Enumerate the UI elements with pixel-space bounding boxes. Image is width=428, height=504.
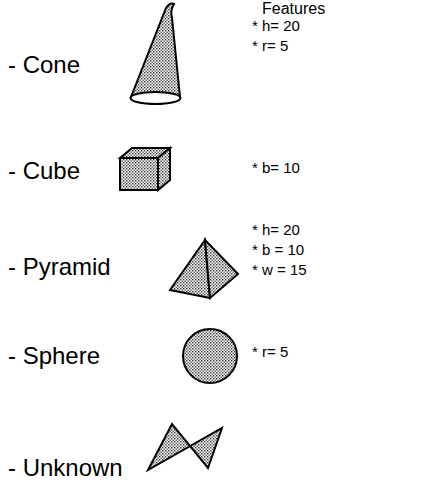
- cube-front: [120, 158, 158, 190]
- column-heading: Features: [262, 0, 325, 18]
- feature-value: * r= 5: [252, 344, 288, 361]
- feature-value: * h= 20: [252, 222, 300, 239]
- feature-value: * w = 15: [252, 262, 307, 279]
- shape-name: - Unknown: [8, 455, 123, 481]
- cone-body: [131, 4, 180, 98]
- unknown-shape: [148, 424, 222, 470]
- shape-name: - Sphere: [8, 343, 100, 369]
- pyramid-face: [205, 240, 238, 298]
- feature-value: * b = 10: [252, 242, 304, 259]
- cube-side: [158, 148, 170, 190]
- pyramid-face: [170, 240, 210, 298]
- shape-name: - Pyramid: [8, 254, 111, 280]
- sphere: [183, 329, 237, 383]
- shape-name: - Cube: [8, 158, 80, 184]
- cone-base: [131, 92, 181, 104]
- feature-value: * h= 20: [252, 18, 300, 35]
- shape-name: - Cone: [8, 52, 80, 78]
- feature-value: * r= 5: [252, 38, 288, 55]
- feature-value: * b= 10: [252, 160, 300, 177]
